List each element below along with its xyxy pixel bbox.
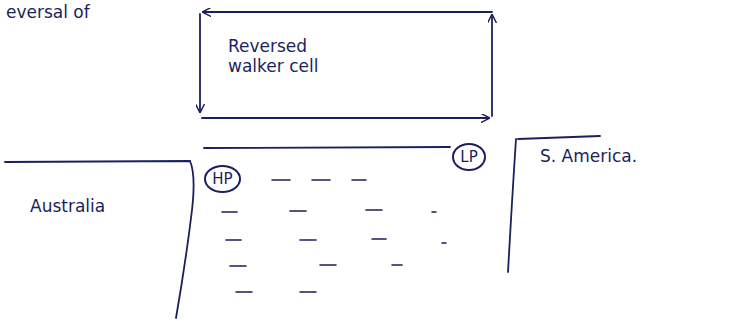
high-pressure-circle: HP bbox=[204, 165, 241, 193]
rising-air-arrow bbox=[491, 15, 493, 116]
pressure-label: LP bbox=[460, 148, 477, 166]
heading-fragment: eversal of bbox=[6, 2, 90, 22]
water-dashes bbox=[222, 180, 446, 292]
pressure-label: HP bbox=[212, 170, 232, 188]
surface-wind-arrow bbox=[202, 117, 489, 119]
upper-air-arrow bbox=[203, 11, 492, 13]
region-label: Australia bbox=[30, 196, 105, 216]
region-label: S. America. bbox=[540, 146, 637, 166]
australia-coast bbox=[5, 161, 194, 318]
sinking-air-arrow bbox=[199, 14, 201, 112]
low-pressure-circle: LP bbox=[452, 143, 486, 171]
cell-label: Reversed walker cell bbox=[228, 36, 348, 77]
ocean-surface bbox=[204, 147, 450, 148]
